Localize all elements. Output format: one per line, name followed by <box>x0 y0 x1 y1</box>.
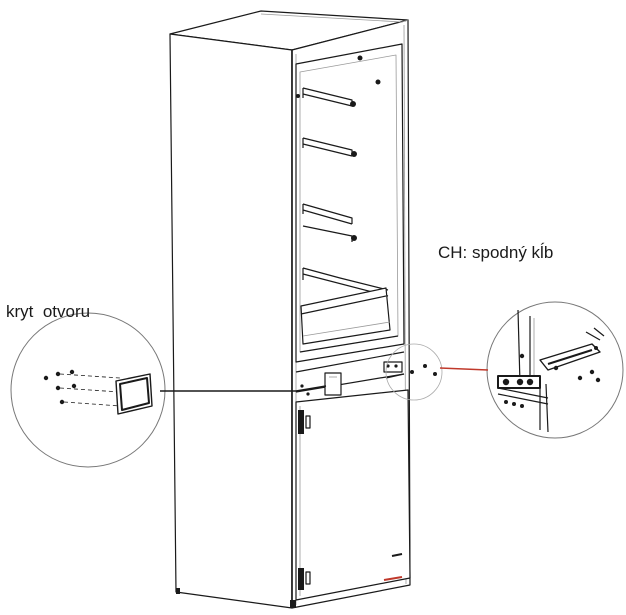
bottom-hinge-detail-circle <box>486 301 624 439</box>
shelf-2 <box>302 137 357 157</box>
hinge-zoom-source-circle <box>385 343 443 401</box>
fridge-compartment-frame <box>295 43 405 363</box>
bottom-hinge-leader <box>439 367 489 371</box>
hole-cover-on-fridge <box>324 372 342 396</box>
door-handle <box>298 410 304 434</box>
hole-cover-label: kryt otvoru <box>6 302 91 321</box>
shelf-3 <box>302 203 357 242</box>
shelf-1 <box>302 87 356 107</box>
hole-cover-leader <box>160 385 327 392</box>
middle-hinge-area <box>295 351 437 407</box>
bottom-hinge-label: CH: spodný kĺb <box>438 243 554 262</box>
crisper-drawer <box>300 287 391 345</box>
bottom-hinge-callout <box>385 301 624 439</box>
fridge-compartment <box>295 43 405 363</box>
hole-cover-callout <box>10 312 166 468</box>
freezer-door <box>176 389 411 608</box>
cabinet-left-side <box>169 33 293 609</box>
